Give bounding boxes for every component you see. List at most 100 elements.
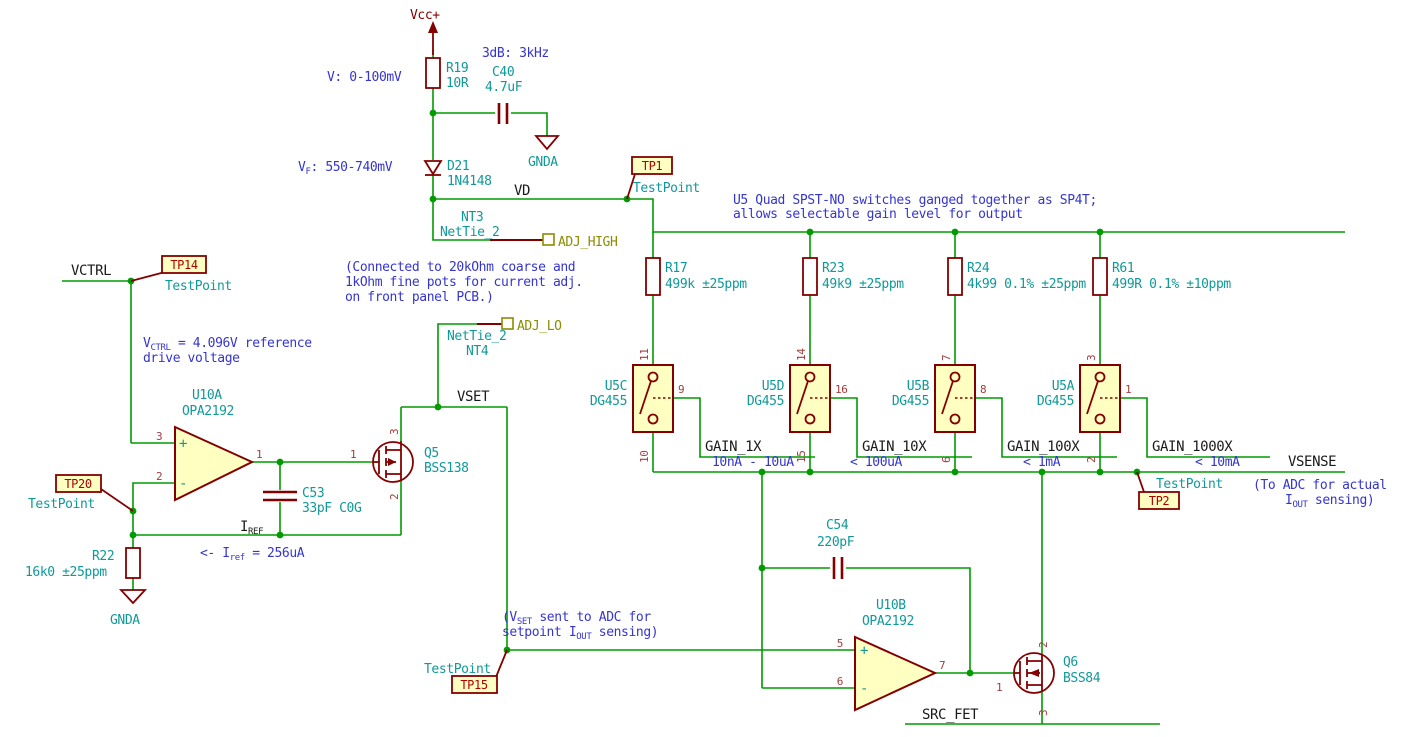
range-label-1: 10nA - 10uA [712,455,794,470]
q5-part: BSS138 [424,461,469,476]
u5c-ref: U5C [605,379,627,394]
switch-bank-comment: U5 Quad SPST-NO switches ganged together… [733,193,1097,222]
u5d-part: DG455 [747,394,784,409]
u5b-pin-top: 7 [940,355,953,361]
u5b-part: DG455 [892,394,929,409]
q5-ref: Q5 [424,446,439,461]
u5d-pin-bottom: 15 [795,451,808,463]
gain-unit-3: R24 4k99 0.1% ±25ppm 7 6 8 U5B DG455 GAI… [892,232,1117,472]
adj-lo-flag-icon [501,317,514,330]
u5d-ref: U5D [762,379,785,394]
vcc-label: Vcc+ [410,8,440,23]
tp15-label: TestPoint [424,662,491,677]
tp20-id: TP20 [64,477,91,491]
nt4-value: NetTie_2 [447,329,506,344]
u10a-pin2: 2 [156,470,162,483]
vctrl-comment-line1: VCTRL = 4.096V reference [143,336,312,353]
net-label-gain-10x: GAIN_10X [862,439,927,455]
u10b-part: OPA2192 [862,614,914,629]
tp14-id: TP14 [170,258,197,272]
mosfet-q6: 1 2 3 Q6 BSS84 [996,642,1101,716]
mosfet-q5: 1 3 2 Q5 BSS138 [350,429,469,500]
r24-ref: R24 [967,261,990,276]
tp15-id: TP15 [460,678,487,692]
u5d-pin-top: 14 [795,348,808,361]
u5a-pin-top: 3 [1085,355,1098,361]
q6-part: BSS84 [1063,671,1101,686]
gain-unit-4: R61 499R 0.1% ±10ppm 3 2 1 U5A DG455 GAI… [1037,232,1270,472]
u5b-pin-out: 8 [980,383,986,396]
q5-pin-source: 2 [388,494,401,500]
c40-note: 3dB: 3kHz [482,46,549,61]
opamp-u10a: U10A OPA2192 3 2 1 + - [156,388,263,502]
range-label-2: < 100uA [850,455,903,470]
opamp-u10b: U10B OPA2192 5 6 7 + - [837,598,946,712]
r17-value: 499k ±25ppm [665,277,747,292]
c54-value: 220pF [817,535,855,550]
u5c-pin-bottom: 10 [638,451,651,463]
c40-value: 4.7uF [485,80,523,95]
r19-ref: R19 [446,61,468,76]
pots-comment: (Connected to 20kOhm coarse and 1kOhm fi… [345,260,583,305]
vsense-comment-line1: (To ADC for actual [1253,478,1387,493]
u10a-pin1: 1 [256,448,262,461]
q5-pin-gate: 1 [350,448,356,461]
diode-d21: D21 1N4148 [423,159,492,189]
tp20-label: TestPoint [28,497,95,512]
gnda-symbol-top: GNDA [528,135,560,170]
net-label-gain-1000x: GAIN_1000X [1152,439,1233,455]
d21-value: 1N4148 [447,174,492,189]
bank-comment-line2: allows selectable gain level for output [733,207,1023,222]
r19-voltage-note: V: 0-100mV [327,70,402,85]
net-label-iref: IREF [240,519,263,537]
vsense-comment: (To ADC for actual IOUT sensing) [1253,478,1387,510]
nt4-ref: NT4 [466,344,489,359]
u10a-part: OPA2192 [182,404,234,419]
range-label-4: < 10mA [1195,455,1240,470]
iref-comment: <- Iref = 256uA [200,546,305,563]
pots-comment-line1: (Connected to 20kOhm coarse and [345,260,575,275]
pots-comment-line3: on front panel PCB.) [345,290,494,305]
q6-ref: Q6 [1063,655,1078,670]
u10a-pin3: 3 [156,430,162,443]
u5a-pin-out: 1 [1125,383,1131,396]
u10a-minus-icon: - [179,476,187,492]
capacitor-c54: C54 220pF [817,518,855,579]
capacitor-c53: C53 33pF C0G [263,486,362,516]
vcc-arrow-icon [428,21,438,33]
testpoint-tp15: TP15 TestPoint [424,649,508,694]
r61-ref: R61 [1112,261,1134,276]
net-label-vsense: VSENSE [1288,454,1336,470]
d21-ref: D21 [447,159,469,174]
net-label-gain-100x: GAIN_100X [1007,439,1080,455]
u10b-minus-icon: - [860,681,868,697]
tp1-label: TestPoint [633,181,700,196]
c40-ref: C40 [492,65,514,80]
vset-comment: (VSET sent to ADC for setpoint IOUT sens… [502,610,659,642]
u10b-pin5: 5 [837,637,843,650]
u10a-plus-icon: + [179,436,187,452]
adj-lo-label: ADJ_LO [517,319,562,334]
u5a-ref: U5A [1052,379,1075,394]
gnda-label: GNDA [528,155,558,170]
range-label-3: < 1mA [1023,455,1061,470]
r61-value: 499R 0.1% ±10ppm [1112,277,1231,292]
c54-ref: C54 [826,518,849,533]
r22-value: 16k0 ±25ppm [25,565,107,580]
capacitor-c40: 3dB: 3kHz C40 4.7uF [482,46,549,124]
u5d-pin-out: 16 [835,383,847,396]
q6-pin-source: 3 [1037,710,1050,716]
q6-pin-gate: 1 [996,681,1002,694]
net-label-vd: VD [514,183,530,199]
u5c-pin-top: 11 [638,349,651,361]
net-label-vctrl: VCTRL [71,263,111,279]
u10b-pin7: 7 [939,659,945,672]
testpoint-tp1: TP1 TestPoint [626,156,700,200]
adj-high-label: ADJ_HIGH [558,235,617,250]
tp14-label: TestPoint [165,279,232,294]
u10b-plus-icon: + [860,643,868,659]
r22-ref: R22 [92,549,114,564]
vctrl-comment-line2: drive voltage [143,351,240,366]
